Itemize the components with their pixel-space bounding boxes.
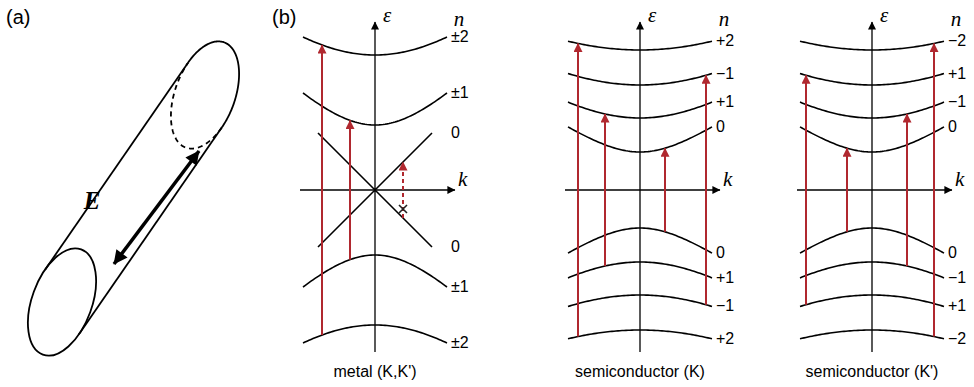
wavevector-axis <box>300 189 455 190</box>
band-index: −2 <box>948 33 966 49</box>
band-index: ±2 <box>451 29 469 45</box>
energy-axis-label: ε <box>383 5 391 26</box>
field-double-arrow <box>114 151 199 264</box>
optical-transition-arrow <box>349 120 351 259</box>
valence-band <box>800 262 944 278</box>
valence-band <box>568 330 712 339</box>
field-symbol: E <box>84 188 101 213</box>
valence-band <box>568 295 712 306</box>
valence-band <box>303 255 447 287</box>
valence-band <box>568 262 712 278</box>
energy-axis <box>374 22 375 352</box>
band-panel <box>797 22 952 352</box>
band-index: +1 <box>948 298 966 314</box>
optical-transition-arrow <box>577 43 579 336</box>
band-index: +2 <box>716 33 734 49</box>
panel-caption: metal (K,K') <box>333 364 416 380</box>
cylinder-side-line <box>45 63 188 270</box>
band-index: 0 <box>716 119 725 135</box>
wavevector-axis <box>797 189 952 190</box>
cylinder-far-end <box>188 41 239 127</box>
band-index-header: n <box>454 9 465 30</box>
panel-caption: semiconductor (K') <box>806 364 939 380</box>
band-index: −1 <box>716 298 734 314</box>
conduction-band <box>568 127 712 152</box>
optical-transition-arrow <box>805 75 807 304</box>
cylinder-figure <box>15 41 239 364</box>
conduction-band <box>800 102 944 118</box>
band-index: 0 <box>716 245 725 261</box>
conduction-band <box>800 74 944 85</box>
wavevector-axis-label: k <box>723 169 732 190</box>
band-index: −1 <box>716 66 734 82</box>
wavevector-axis <box>565 189 720 190</box>
conduction-band <box>568 74 712 85</box>
conduction-band <box>318 133 432 189</box>
energy-axis <box>639 22 640 352</box>
valence-band <box>800 228 944 253</box>
valence-band <box>318 191 432 247</box>
panel-letter: (a) <box>6 7 30 27</box>
wavevector-axis-label: k <box>458 169 467 190</box>
energy-axis <box>871 22 872 352</box>
cylinder-side-line <box>79 127 222 334</box>
valence-band <box>568 228 712 253</box>
band-index: −1 <box>948 270 966 286</box>
band-index: 0 <box>948 119 957 135</box>
energy-axis-label: ε <box>880 5 888 26</box>
optical-transition-arrow <box>906 114 908 266</box>
conduction-band <box>800 127 944 152</box>
band-index: 0 <box>948 245 957 261</box>
optical-transition-arrow <box>321 45 323 335</box>
panel-letter: (b) <box>272 7 296 27</box>
cylinder-near-end <box>15 239 110 365</box>
band-index: +2 <box>716 331 734 347</box>
optical-transition-arrow <box>604 114 606 266</box>
wavevector-axis-label: k <box>955 169 964 190</box>
band-index: +1 <box>716 94 734 110</box>
band-index: ±1 <box>451 85 469 101</box>
band-index-header: n <box>719 9 730 30</box>
band-panel <box>300 22 455 352</box>
band-index: +1 <box>716 270 734 286</box>
energy-axis-label: ε <box>648 5 656 26</box>
conduction-band <box>568 41 712 50</box>
optical-transition-arrow <box>846 148 848 232</box>
band-index: −2 <box>948 331 966 347</box>
band-index: ±2 <box>451 335 469 351</box>
band-index: 0 <box>451 239 460 255</box>
band-index-header: n <box>951 9 962 30</box>
valence-band <box>303 325 447 343</box>
panel-caption: semiconductor (K) <box>575 364 705 380</box>
conduction-band <box>800 41 944 50</box>
band-index: −1 <box>948 94 966 110</box>
band-index: 0 <box>451 125 460 141</box>
conduction-band <box>303 37 447 55</box>
valence-band <box>800 295 944 306</box>
optical-transition-arrow <box>705 75 707 304</box>
optical-transition-arrow <box>933 43 935 336</box>
band-index: +1 <box>948 66 966 82</box>
valence-band <box>800 330 944 339</box>
conduction-band <box>303 93 447 125</box>
cylinder-hidden-edge <box>171 63 222 149</box>
band-index: ±1 <box>451 279 469 295</box>
optical-transition-arrow <box>664 148 666 232</box>
band-panel <box>565 22 720 352</box>
forbidden-cross <box>399 205 407 213</box>
conduction-band <box>568 102 712 118</box>
